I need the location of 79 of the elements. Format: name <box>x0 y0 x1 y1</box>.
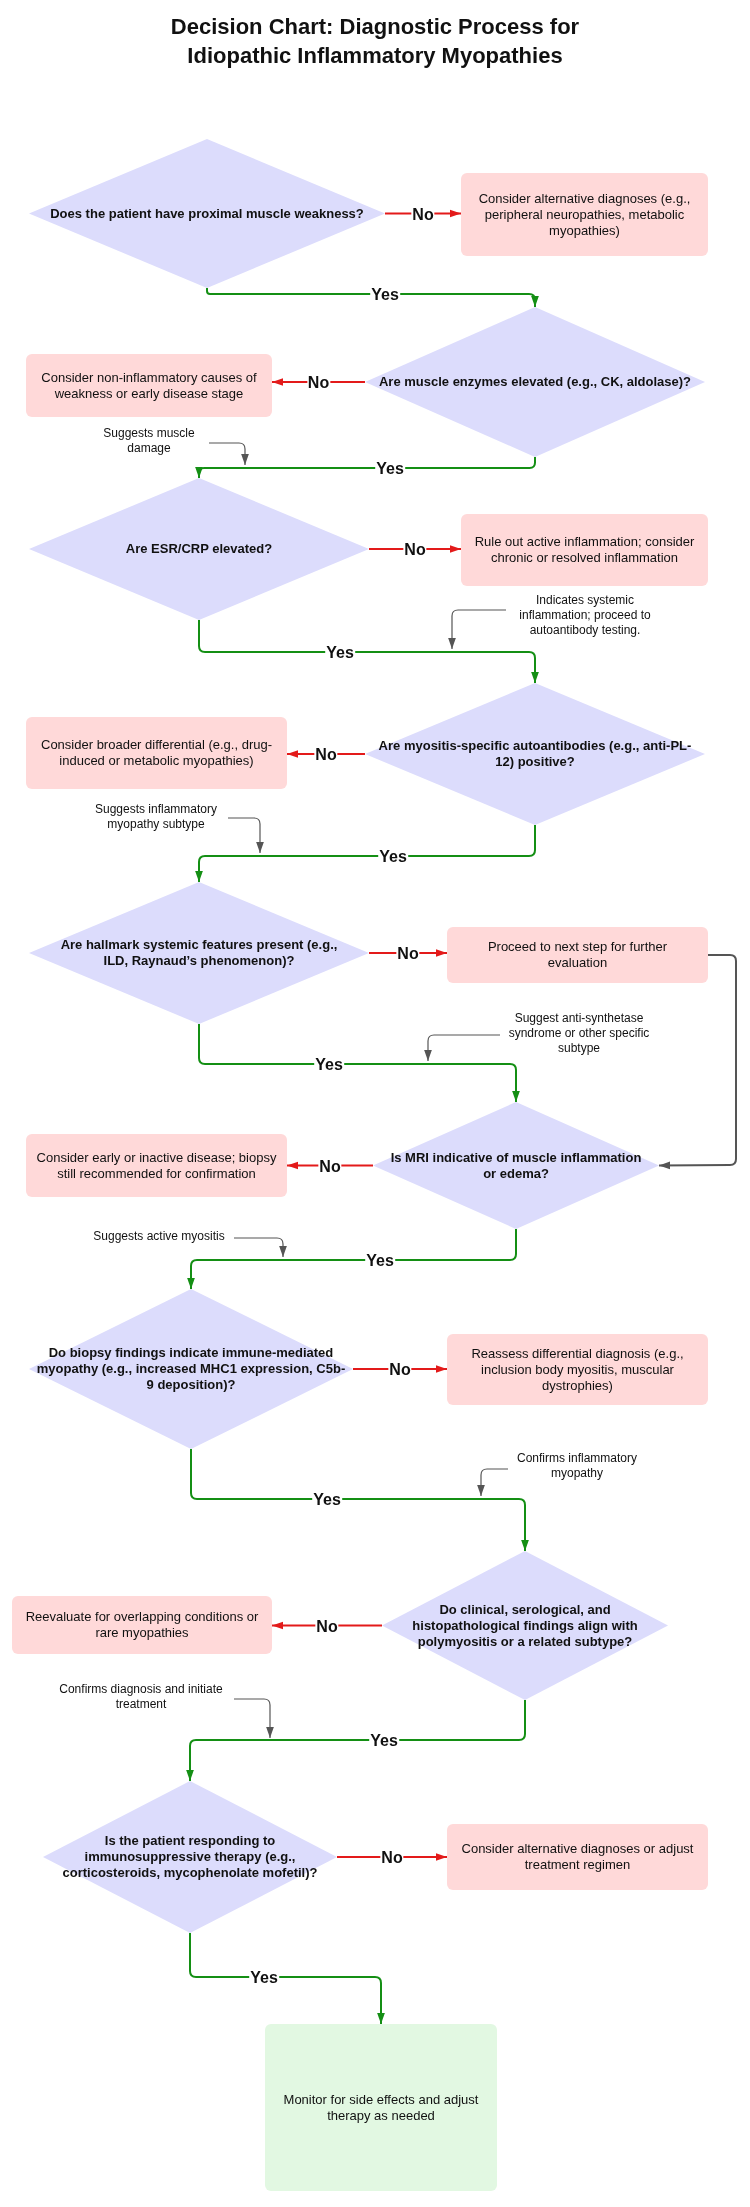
question-text: Do biopsy findings indicate immune-mediated myopathy (e.g., increased MHC1 expression, C5b-9 deposition)? <box>35 1345 347 1393</box>
annotation-text: Indicates systemic inflammation; proceed to autoantibody testing. <box>506 593 664 641</box>
chart-title: Decision Chart: Diagnostic Process for Idiopathic Inflammatory Myopathies <box>169 13 581 70</box>
arrow <box>189 1932 385 2025</box>
edge-label: Yes <box>312 1490 342 1508</box>
outcome-box <box>26 354 272 417</box>
final-step-box <box>265 2024 497 2191</box>
outcome-text: Reassess differential diagnosis (e.g., inclusion body myositis, muscular dystrophies) <box>470 1345 685 1394</box>
annotation-text: Suggests active myositis <box>84 1229 234 1247</box>
question-text: Are ESR/CRP elevated? <box>125 541 273 557</box>
arrow <box>186 1699 526 1782</box>
question-text: Are hallmark systemic features present (e.g., ILD, Raynaud’s phenomenon)? <box>59 937 339 969</box>
edge-label: Yes <box>365 1251 395 1269</box>
edge-label: Yes <box>325 643 355 661</box>
outcome-box <box>447 1824 708 1890</box>
edge-label: No <box>411 205 435 222</box>
arrow <box>198 1023 520 1103</box>
question-text: Do clinical, serological, and histopathological findings align with polymyositis or a related subtype? <box>411 1601 639 1650</box>
leader-line <box>208 442 249 466</box>
outcome-text: Reevaluate for overlapping conditions or rare myopathies <box>24 1609 260 1641</box>
edge-label: Yes <box>249 1968 279 1986</box>
edge-label: No <box>388 1360 412 1378</box>
outcome-text: Rule out active inflammation; consider chronic or resolved inflammation <box>473 534 696 566</box>
outcome-box <box>447 927 708 983</box>
outcome-text: Consider non-inflammatory causes of weakness or early disease stage <box>40 369 258 402</box>
outcome-box <box>461 514 708 586</box>
leader-line <box>233 1698 274 1739</box>
question-text: Are myositis-specific autoantibodies (e.g., anti-PL-12) positive? <box>377 738 693 770</box>
outcome-text: Consider alternative diagnoses or adjust treatment regimen <box>460 1841 695 1873</box>
decision-diamond <box>373 1102 659 1229</box>
outcome-box <box>461 173 708 256</box>
annotation-text: Suggests muscle damage <box>89 426 209 460</box>
question-text: Is MRI indicative of muscle inflammation or edema? <box>389 1149 643 1182</box>
edge-label: Yes <box>370 285 400 303</box>
decision-diamond <box>29 882 369 1024</box>
outcome-text: Consider alternative diagnoses (e.g., peripheral neuropathies, metabolic myopathies) <box>477 190 692 239</box>
outcome-text: Monitor for side effects and adjust therapy as needed <box>282 2091 480 2124</box>
outcome-box <box>26 1134 287 1197</box>
leader-line <box>227 817 264 854</box>
question-text: Does the patient have proximal muscle weakness? <box>50 205 364 222</box>
edge-label: Yes <box>378 847 408 865</box>
annotation-text: Confirms diagnosis and initiate treatment <box>48 1682 234 1716</box>
arrow <box>190 1448 529 1552</box>
decision-diamond <box>382 1551 668 1700</box>
arrow <box>206 287 539 308</box>
outcome-box <box>12 1596 272 1654</box>
arrow <box>195 824 536 883</box>
edge-label: No <box>315 1617 339 1634</box>
edge-label: Yes <box>369 1731 399 1749</box>
arrow <box>187 1228 517 1290</box>
edge-label: No <box>314 745 338 763</box>
annotation-text: Suggests inflammatory myopathy subtype <box>84 802 228 834</box>
edge-label: Yes <box>314 1055 344 1073</box>
edge-label: No <box>380 1848 404 1866</box>
decision-diamond <box>29 478 369 620</box>
leader-line <box>448 609 507 650</box>
edge-label: No <box>306 373 331 391</box>
leader-line <box>424 1034 501 1062</box>
edge-label: No <box>403 540 427 558</box>
edge-label: No <box>318 1157 342 1174</box>
decision-diamond <box>29 1289 353 1449</box>
decision-diamond <box>365 683 705 825</box>
edge-label: No <box>396 944 420 962</box>
outcome-text: Proceed to next step for further evaluation <box>486 939 669 971</box>
outcome-box <box>26 717 287 789</box>
annotation-text: Confirms inflammatory myopathy <box>508 1451 646 1485</box>
arrow <box>198 619 539 684</box>
edge-label: Yes <box>375 459 405 477</box>
leader-line <box>233 1237 287 1258</box>
leader-line <box>477 1468 509 1497</box>
annotation-text: Suggest anti-synthetase syndrome or other specific subtype <box>500 1011 658 1059</box>
outcome-text: Consider early or inactive disease; biopsy still recommended for confirmation <box>36 1149 277 1182</box>
decision-diamond <box>365 307 705 457</box>
outcome-text: Consider broader differential (e.g., drug-induced or metabolic myopathies) <box>40 737 273 769</box>
decision-diamond <box>43 1781 337 1933</box>
decision-diamond <box>29 139 385 288</box>
question-text: Is the patient responding to immunosuppressive therapy (e.g., corticosteroids, mycophenolate mofetil)? <box>61 1833 319 1881</box>
question-text: Are muscle enzymes elevated (e.g., CK, aldolase)? <box>378 374 692 390</box>
outcome-box <box>447 1334 708 1405</box>
